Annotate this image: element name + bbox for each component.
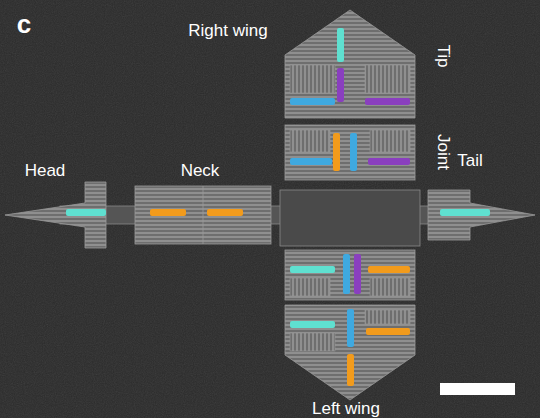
wing-joint-segment	[285, 250, 415, 300]
part-name: Tip	[435, 45, 452, 68]
blue-bar	[290, 158, 332, 165]
orange-bar	[366, 328, 410, 335]
purple-bar	[365, 98, 410, 105]
blue-bar	[290, 98, 335, 105]
tail-segment	[428, 190, 535, 240]
hatch-block	[365, 65, 410, 93]
hatch-block	[365, 310, 410, 324]
cyan-bar	[337, 28, 344, 62]
orange-bar	[150, 209, 186, 216]
orange-bar	[207, 209, 243, 216]
part-name: Tail	[457, 152, 483, 169]
panel-letter: c	[17, 11, 31, 37]
orange-bar	[347, 354, 354, 386]
blue-bar	[343, 254, 350, 294]
part-name: Head	[25, 162, 66, 179]
wing-tip-segment	[285, 10, 415, 118]
cyan-bar	[440, 209, 490, 216]
cyan-bar	[290, 266, 335, 273]
segment-divider	[203, 186, 204, 244]
hatch-block	[370, 130, 410, 152]
part-name: Neck	[181, 162, 220, 179]
cyan-bar	[66, 209, 106, 216]
orange-bar	[333, 133, 340, 171]
part-name: Right wing	[188, 22, 267, 39]
hatch-block	[290, 278, 330, 296]
wing-joint-segment	[285, 125, 415, 180]
purple-bar	[368, 158, 410, 165]
hatch-block	[290, 65, 335, 93]
neck-segment	[135, 186, 271, 244]
purple-bar	[354, 254, 361, 294]
blue-bar	[350, 133, 357, 171]
purple-bar	[337, 68, 344, 102]
hatch-block	[290, 130, 330, 152]
body-segment	[280, 190, 420, 246]
orange-bar	[368, 266, 410, 273]
blue-bar	[347, 309, 354, 347]
cyan-bar	[290, 321, 335, 328]
part-name: Joint	[435, 134, 452, 170]
hatch-block	[290, 333, 335, 351]
scale-bar	[440, 383, 515, 395]
hatch-block	[370, 278, 410, 296]
wing-tip-segment	[285, 305, 415, 400]
head-segment	[5, 182, 106, 248]
part-name: Left wing	[312, 400, 380, 417]
